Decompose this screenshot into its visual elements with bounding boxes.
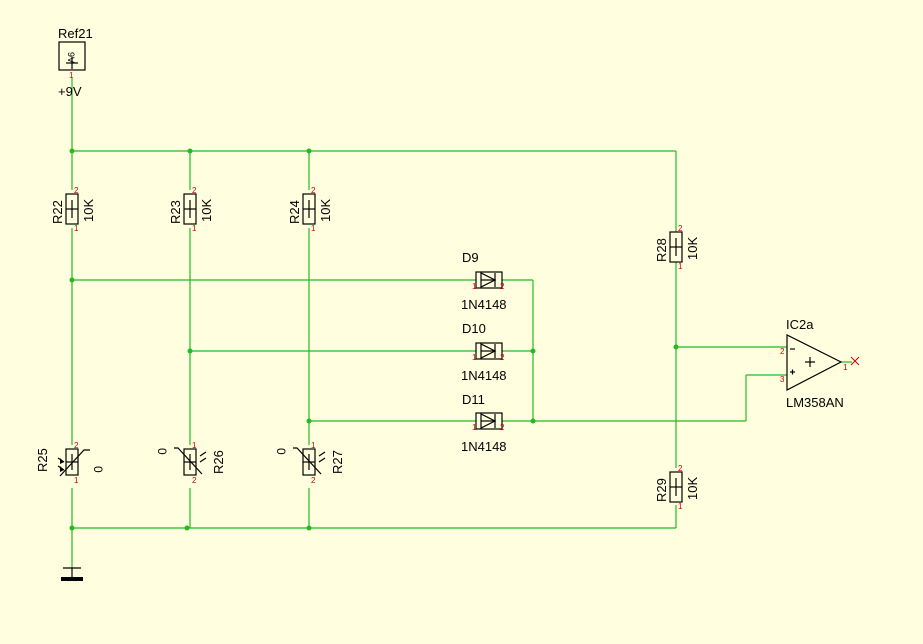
r24-pin-bottom: 1 bbox=[311, 224, 316, 233]
d10-pin-a: 1 bbox=[472, 353, 477, 362]
svg-text:0: 0 bbox=[155, 448, 169, 455]
resistor-r28[interactable]: 2 1 R28 10K bbox=[654, 224, 700, 271]
resistor-r29[interactable]: 2 1 R29 10K bbox=[654, 464, 700, 511]
diode-d10[interactable]: 1 2 D10 1N4148 bbox=[461, 321, 507, 383]
ldr-r25[interactable]: 2 1 R25 0 bbox=[35, 441, 105, 485]
r24-value-label: 10K bbox=[318, 199, 333, 222]
r27-pin-top: 1 bbox=[311, 441, 316, 450]
r22-value-label: 10K bbox=[81, 199, 96, 222]
svg-text:0: 0 bbox=[91, 466, 105, 473]
r28-pin-top: 2 bbox=[678, 224, 683, 233]
ic2a-ref-label: IC2a bbox=[786, 317, 814, 332]
d11-pin-a: 1 bbox=[472, 423, 477, 432]
r26-pin-top: 1 bbox=[192, 441, 197, 450]
resistor-r22[interactable]: 2 1 R22 10K bbox=[50, 186, 96, 233]
supply-value-label: +9V bbox=[58, 84, 82, 99]
r25-ref-label: R25 bbox=[35, 448, 50, 472]
svg-text:0: 0 bbox=[274, 448, 288, 455]
d10-value-label: 1N4148 bbox=[461, 368, 507, 383]
supply-ref-label: Ref21 bbox=[58, 26, 93, 41]
r23-value-label: 10K bbox=[199, 199, 214, 222]
no-connect-marker bbox=[850, 356, 860, 366]
r24-pin-top: 2 bbox=[311, 186, 316, 195]
r28-ref-label: R28 bbox=[654, 238, 669, 262]
resistor-r24[interactable]: 2 1 R24 10K bbox=[287, 186, 333, 233]
ic2a-pin-noninv: 3 bbox=[780, 375, 785, 384]
light-arrows-icon bbox=[318, 451, 326, 463]
ic2a-pin-inv: 2 bbox=[780, 347, 785, 356]
d11-ref-label: D11 bbox=[462, 392, 485, 407]
resistor-r23[interactable]: 2 1 R23 10K bbox=[168, 186, 214, 233]
ldr-r26[interactable]: 1 2 R26 0 bbox=[155, 441, 226, 485]
r26-pin-bottom: 2 bbox=[192, 476, 197, 485]
ic2a-pin-out: 1 bbox=[843, 363, 848, 372]
r25-pin-bottom: 1 bbox=[74, 476, 79, 485]
r29-ref-label: R29 bbox=[654, 478, 669, 502]
junctions bbox=[69, 148, 679, 531]
ldr-r27[interactable]: 1 2 R27 0 bbox=[274, 441, 345, 485]
supply-pin-label: 1 bbox=[69, 71, 74, 80]
r22-pin-top: 2 bbox=[74, 186, 79, 195]
r23-ref-label: R23 bbox=[168, 200, 183, 224]
d9-pin-k: 2 bbox=[500, 282, 505, 291]
r22-ref-label: R22 bbox=[50, 200, 65, 224]
r24-ref-label: R24 bbox=[287, 200, 302, 224]
svg-text:9V: 9V bbox=[66, 52, 76, 63]
r29-value-label: 10K bbox=[685, 477, 700, 500]
diode-d11[interactable]: 1 2 D11 1N4148 bbox=[461, 392, 507, 454]
r28-pin-bottom: 1 bbox=[678, 262, 683, 271]
r22-pin-bottom: 1 bbox=[74, 224, 79, 233]
ic2a-value-label: LM358AN bbox=[786, 395, 844, 410]
r23-pin-top: 2 bbox=[192, 186, 197, 195]
supply-symbol[interactable]: 9V Ref21 1 +9V bbox=[58, 26, 93, 99]
d10-ref-label: D10 bbox=[462, 321, 486, 336]
d9-ref-label: D9 bbox=[462, 250, 479, 265]
d11-pin-k: 2 bbox=[500, 423, 505, 432]
r28-value-label: 10K bbox=[685, 237, 700, 260]
r27-pin-bottom: 2 bbox=[311, 476, 316, 485]
r23-pin-bottom: 1 bbox=[192, 224, 197, 233]
r25-pin-top: 2 bbox=[74, 441, 79, 450]
d9-value-label: 1N4148 bbox=[461, 297, 507, 312]
light-arrows-icon bbox=[199, 451, 207, 463]
r29-pin-top: 2 bbox=[678, 464, 683, 473]
d9-pin-a: 1 bbox=[472, 282, 477, 291]
opamp-ic2a[interactable]: 2 3 1 IC2a LM358AN bbox=[780, 317, 848, 410]
diode-d9[interactable]: 1 2 D9 1N4148 bbox=[461, 250, 507, 312]
d11-value-label: 1N4148 bbox=[461, 439, 507, 454]
r29-pin-bottom: 1 bbox=[678, 502, 683, 511]
d10-pin-k: 2 bbox=[500, 353, 505, 362]
r27-ref-label: R27 bbox=[330, 450, 345, 474]
r26-ref-label: R26 bbox=[211, 450, 226, 474]
ground-symbol bbox=[61, 567, 83, 581]
